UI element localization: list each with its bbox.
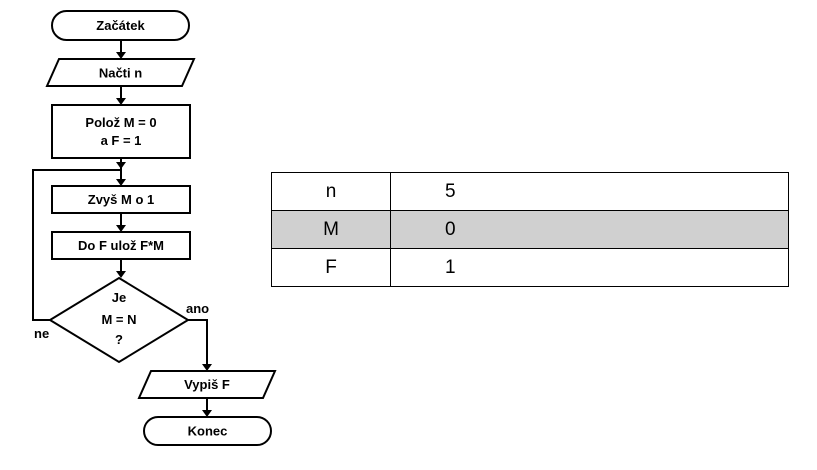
start-label: Začátek (96, 18, 145, 33)
arrowhead (116, 179, 126, 186)
arrowhead (116, 271, 126, 278)
arrowhead (116, 225, 126, 232)
flowchart-diagram: Začátek Načti n Polož M = 0 a F = 1 Zvyš… (32, 10, 277, 446)
loop-back-connector (32, 169, 121, 321)
input-node (45, 58, 196, 87)
arrowhead (116, 52, 126, 59)
arrowhead (116, 162, 126, 169)
variable-name-cell: n (271, 172, 391, 211)
decision-label-line2: M = N (101, 312, 136, 327)
output-label: Vypiš F (184, 377, 230, 392)
end-terminal (143, 416, 272, 446)
table-row: F 1 (271, 248, 789, 287)
init-process (51, 104, 191, 159)
variable-state-table: n 5 M 0 F 1 (271, 172, 789, 287)
variable-value-cell: 1 (390, 248, 789, 287)
output-node (137, 370, 277, 399)
decision-label-line3: ? (115, 332, 123, 347)
branch-yes-label: ano (186, 301, 209, 316)
decision-label-line1: Je (112, 290, 126, 305)
init-label-line2: a F = 1 (101, 133, 142, 148)
branch-no-label: ne (34, 326, 49, 341)
end-label: Konec (188, 424, 228, 439)
increment-label: Zvyš M o 1 (88, 192, 154, 207)
variable-name-cell: F (271, 248, 391, 287)
multiply-label: Do F ulož F*M (78, 238, 164, 253)
input-label: Načti n (99, 66, 142, 81)
arrowhead (202, 410, 212, 417)
variable-value-cell: 0 (390, 210, 789, 249)
table-row: M 0 (271, 210, 789, 249)
variable-name-cell: M (271, 210, 391, 249)
init-label-line1: Polož M = 0 (85, 115, 156, 130)
decision-node (48, 276, 190, 364)
arrowhead (202, 364, 212, 371)
variable-value-cell: 5 (390, 172, 789, 211)
yes-branch-connector (188, 319, 208, 364)
arrowhead (116, 98, 126, 105)
table-row: n 5 (271, 172, 789, 211)
